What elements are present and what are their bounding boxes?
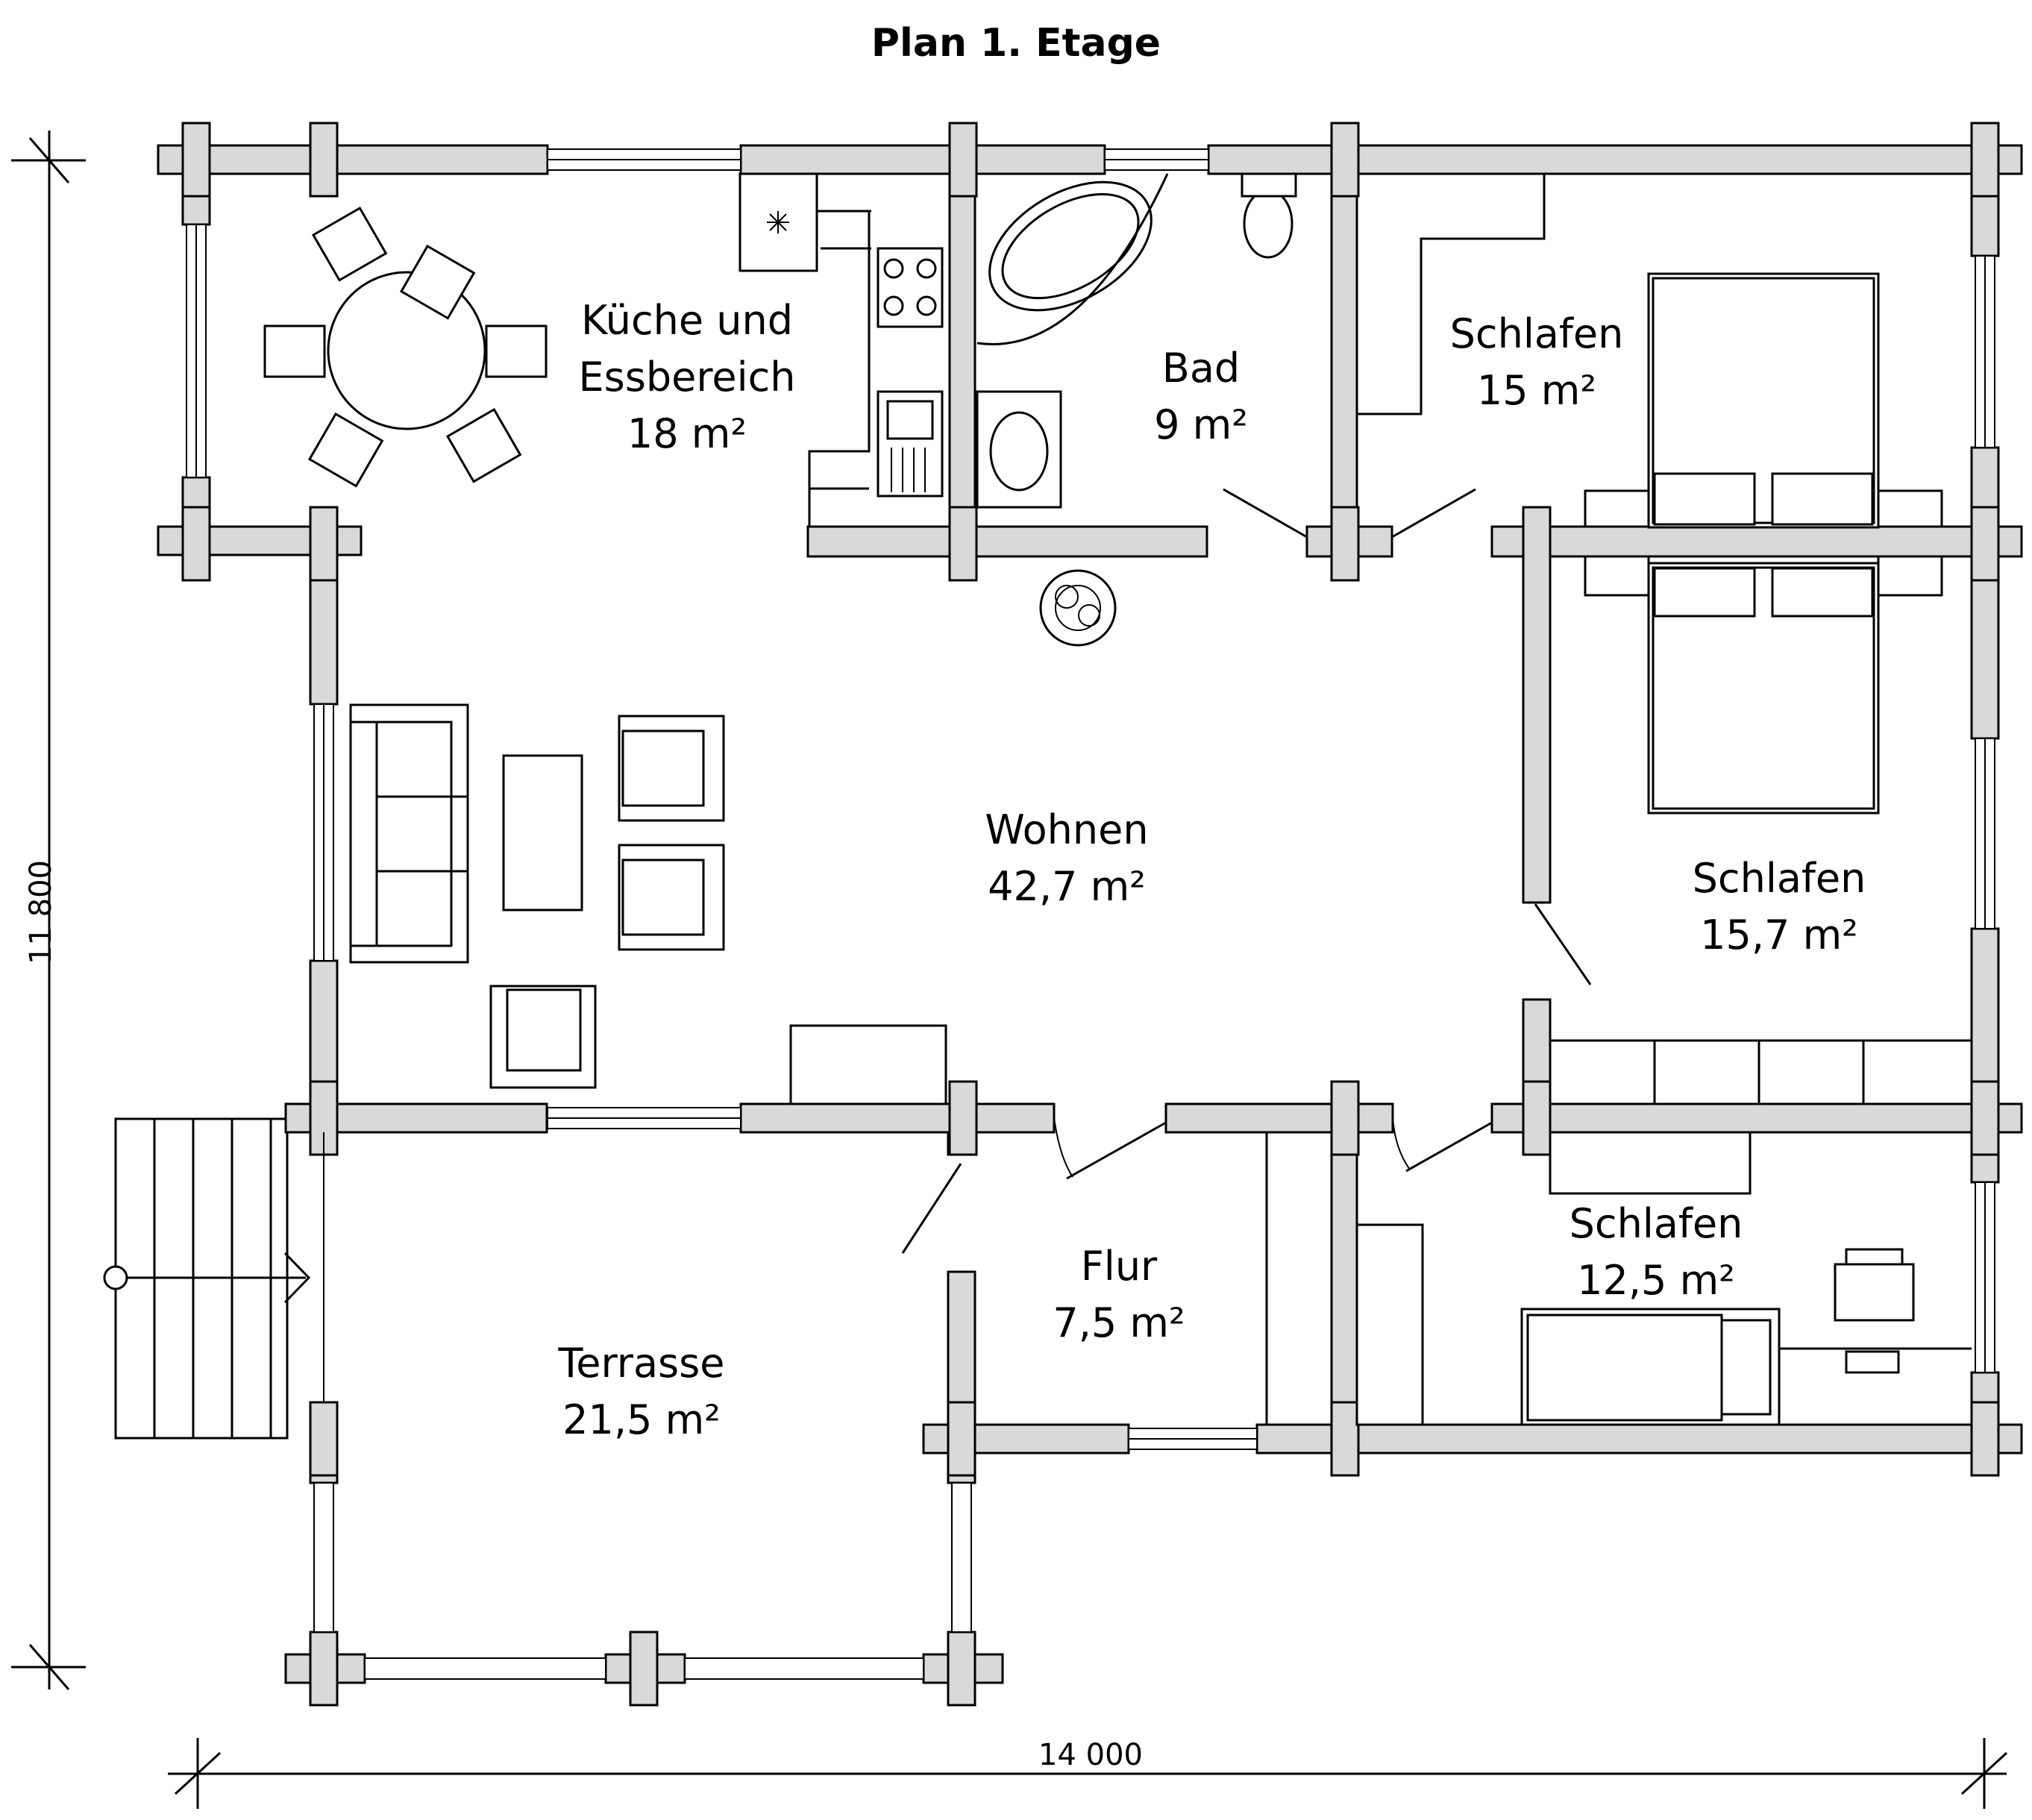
plant [1039,569,1117,647]
windows [186,148,1995,1680]
kitchen-furniture [739,172,944,527]
bedroom1-furniture [1358,174,1943,529]
dimension-width: 14 000 [1038,1738,1143,1772]
dining-table [263,206,548,488]
living-furniture [349,703,947,1105]
doors [901,488,1592,1254]
dimension-height: 11 800 [23,860,58,964]
plan-title: Plan 1. Etage [871,21,1161,66]
stairs [103,1117,311,1440]
flur-furniture [1265,1131,1424,1426]
bedroom3-furniture [1520,1131,1972,1426]
bedroom2-furniture [1549,555,1973,1105]
bath-fixtures [976,172,1297,509]
wall-joints [181,122,2000,1707]
dimension-lines [11,131,2008,1809]
